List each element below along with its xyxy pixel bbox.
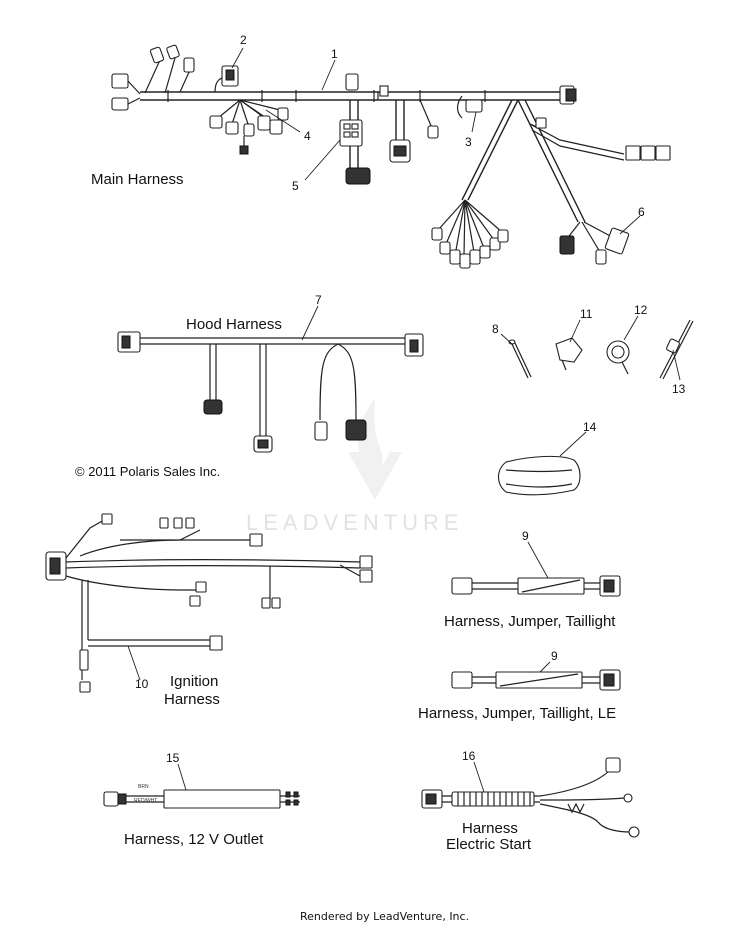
electric-start-label-line2: Electric Start: [446, 836, 532, 853]
watermark-text: LEADVENTURE: [246, 510, 464, 535]
callout-1: 1: [331, 47, 338, 61]
taillight-jumper-harness: 9 Harness, Jumper, Taillight: [444, 529, 621, 630]
main-harness-label: Main Harness: [91, 171, 184, 188]
callout-14: 14: [583, 420, 597, 434]
callout-15: 15: [166, 751, 180, 765]
part-8-cable-tie: 8: [492, 322, 532, 379]
part-14-sleeve: 14: [497, 420, 597, 496]
callout-3: 3: [465, 135, 472, 149]
electric-start-harness: 16 Harness Electric Start: [421, 749, 640, 853]
callout-13: 13: [672, 382, 686, 396]
taillight-jumper-le-harness: 9 Harness, Jumper, Taillight, LE: [418, 649, 621, 722]
outlet-12v-harness: BRN RED/WHT 15 Harness, 12 V Outlet: [103, 751, 300, 848]
callout-8: 8: [492, 322, 499, 336]
hood-harness-label: Hood Harness: [186, 316, 282, 333]
callout-9-taillight-le: 9: [551, 649, 558, 663]
callout-12: 12: [634, 303, 648, 317]
callout-16: 16: [462, 749, 476, 763]
callout-11: 11: [580, 307, 593, 321]
callout-7: 7: [315, 293, 322, 307]
outlet-12v-label: Harness, 12 V Outlet: [124, 831, 264, 848]
hood-harness-callouts: 7 Hood Harness: [186, 293, 322, 341]
callout-5: 5: [292, 179, 299, 193]
callout-2: 2: [240, 33, 247, 47]
outlet-tag-2: RED/WHT: [134, 798, 157, 804]
callout-10: 10: [135, 677, 149, 691]
corrugated-sleeve: [451, 791, 535, 807]
part-13-tie-mount: 13: [659, 319, 694, 396]
taillight-jumper-le-label: Harness, Jumper, Taillight, LE: [418, 705, 616, 722]
main-harness-callouts: 1 2 3 4 5 6 Main Harness: [91, 33, 645, 235]
ignition-harness-callouts: 10 Ignition Harness: [127, 645, 220, 708]
taillight-jumper-label: Harness, Jumper, Taillight: [444, 613, 616, 630]
callout-6: 6: [638, 205, 645, 219]
main-harness: [111, 44, 671, 269]
ignition-harness: [45, 513, 373, 693]
ignition-label-line2: Harness: [164, 691, 220, 708]
part-11-clip: 11: [555, 307, 593, 371]
copyright-text: © 2011 Polaris Sales Inc.: [75, 464, 220, 479]
part-12-clamp: 12: [606, 303, 648, 375]
callout-4: 4: [304, 129, 311, 143]
callout-9-taillight: 9: [522, 529, 529, 543]
hood-harness: [117, 331, 424, 453]
outlet-tag-1: BRN: [138, 784, 149, 790]
electric-start-label-line1: Harness: [462, 820, 518, 837]
footer-credit: Rendered by LeadVenture, Inc.: [300, 910, 469, 923]
ignition-label-line1: Ignition: [170, 673, 218, 690]
